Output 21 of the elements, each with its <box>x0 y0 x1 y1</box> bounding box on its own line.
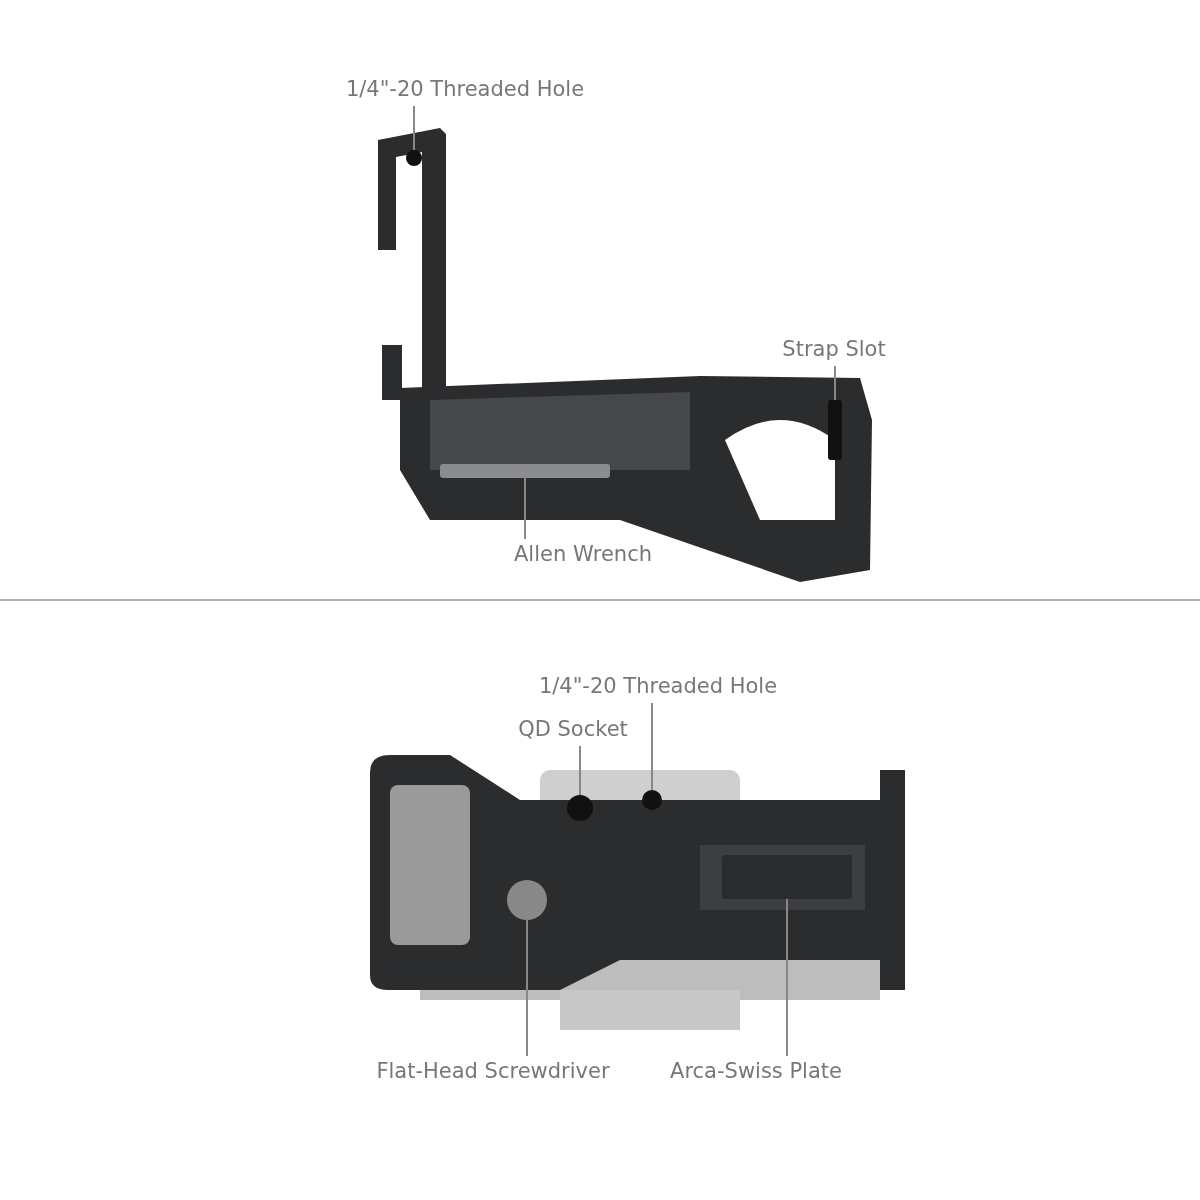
leader-line <box>579 745 581 796</box>
threaded-hole <box>406 150 422 166</box>
leader-line <box>651 702 653 791</box>
leader-line <box>834 365 836 401</box>
strap-slot <box>828 400 842 460</box>
callout-label: QD Socket <box>512 716 634 744</box>
allen-wrench <box>440 464 610 478</box>
threaded-hole <box>642 790 662 810</box>
leader-line <box>526 919 528 1057</box>
leader-line <box>524 477 526 540</box>
callout-label: Flat-Head Screwdriver <box>368 1058 618 1086</box>
leader-line <box>786 898 788 1057</box>
arca-plate <box>722 855 852 899</box>
screwdriver <box>507 880 547 920</box>
qd-socket <box>567 795 593 821</box>
leader-line <box>413 105 415 151</box>
callout-label: Arca-Swiss Plate <box>662 1058 850 1086</box>
callout-label: Allen Wrench <box>508 541 658 569</box>
callout-label: Strap Slot <box>778 336 890 364</box>
callout-label: 1/4"-20 Threaded Hole <box>532 673 784 701</box>
callout-label: 1/4"-20 Threaded Hole <box>340 76 590 104</box>
